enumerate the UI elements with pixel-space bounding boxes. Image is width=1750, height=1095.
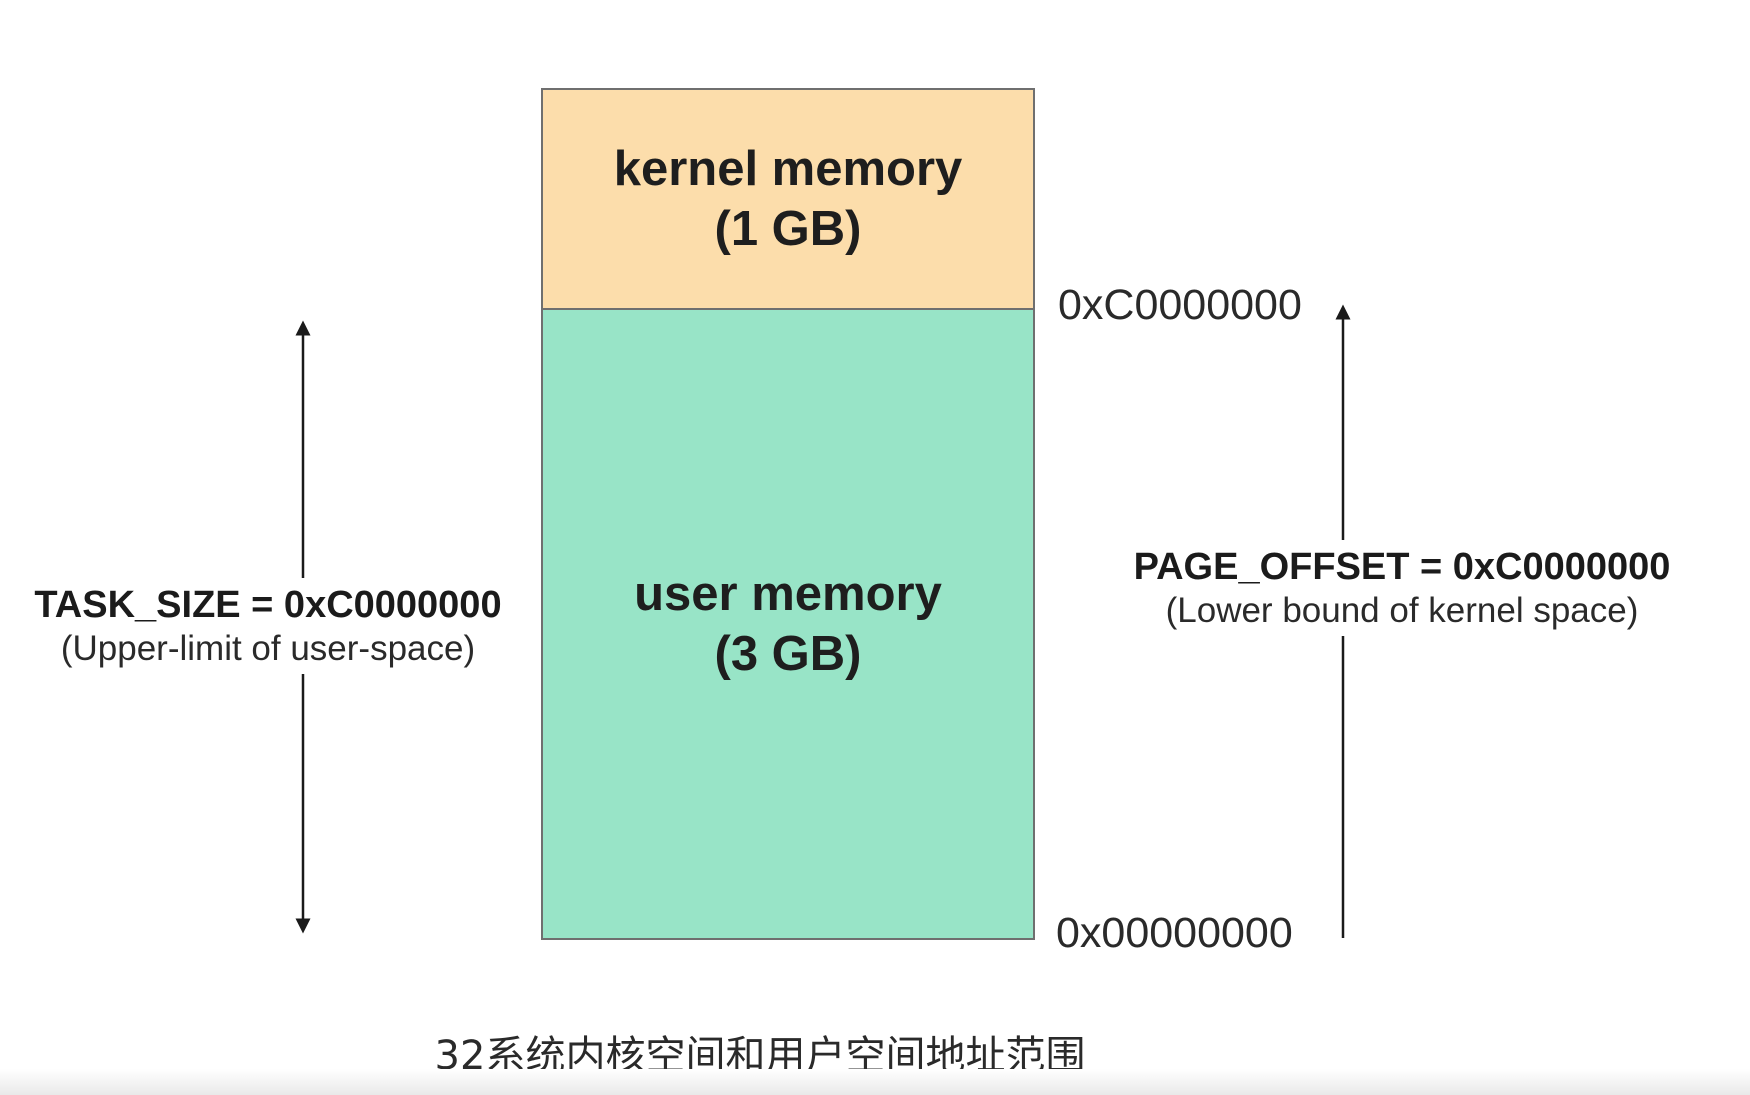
boundary-address-label: 0xC0000000 [1058, 281, 1302, 329]
kernel-memory-block: kernel memory (1 GB) [541, 88, 1035, 310]
user-memory-label: user memory [634, 567, 942, 621]
kernel-memory-size: (1 GB) [714, 202, 862, 256]
bottom-edge-shadow [0, 1069, 1750, 1095]
base-address-label: 0x00000000 [1056, 909, 1293, 957]
address-space-column: kernel memory (1 GB) user memory (3 GB) [541, 88, 1035, 940]
page-offset-description: (Lower bound of kernel space) [1165, 591, 1639, 630]
task-size-note: TASK_SIZE = 0xC0000000 (Upper-limit of u… [8, 578, 528, 674]
kernel-memory-label: kernel memory [613, 142, 963, 196]
page-offset-label: PAGE_OFFSET = 0xC0000000 [1133, 546, 1671, 588]
task-size-label: TASK_SIZE = 0xC0000000 [34, 584, 502, 626]
page-offset-note: PAGE_OFFSET = 0xC0000000 (Lower bound of… [1092, 540, 1712, 636]
user-memory-size: (3 GB) [714, 627, 862, 681]
user-memory-block: user memory (3 GB) [541, 308, 1035, 940]
task-size-description: (Upper-limit of user-space) [60, 629, 476, 668]
